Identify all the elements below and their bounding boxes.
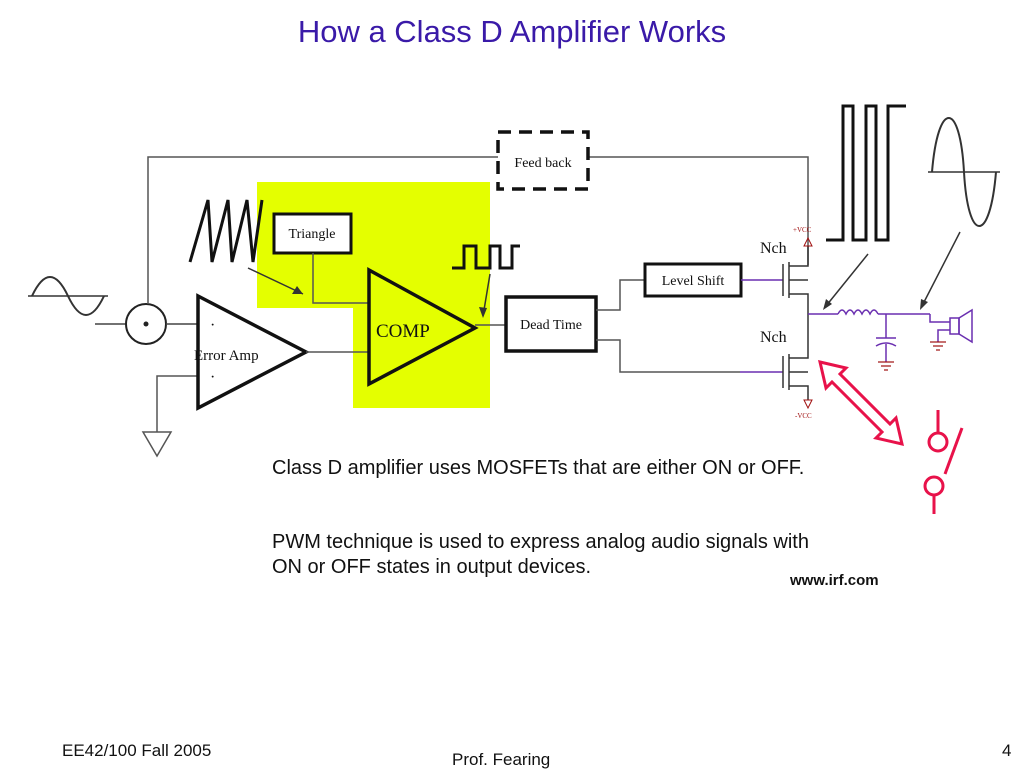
triangle-to-comp-wire	[312, 253, 369, 304]
switch-symbol-icon	[923, 410, 964, 514]
output-sine-wave	[931, 117, 997, 227]
inductor-icon	[837, 309, 879, 316]
feedback-box	[496, 130, 590, 191]
speaker-ground-icon	[930, 341, 946, 351]
level-shift-label: Level Shift	[662, 274, 725, 289]
error-amp-label: Error Amp	[194, 348, 259, 364]
speaker-icon	[949, 308, 973, 344]
nch-top-label: Nch	[760, 240, 787, 257]
feedback-wire-left	[147, 156, 498, 304]
summing-dot	[143, 321, 149, 327]
pwm-pointer-head	[479, 307, 487, 318]
ground-triangle-icon	[141, 431, 173, 458]
dead-time-label: Dead Time	[520, 318, 582, 333]
paragraph-pwm: PWM technique is used to express analog …	[272, 531, 809, 578]
error-amp-plus: ·	[210, 317, 215, 334]
speaker-ground-wire	[937, 329, 950, 342]
error-amp-minus: ·	[210, 369, 215, 386]
footer-instructor: Prof. Fearing	[452, 750, 551, 769]
pwm-waveform-small	[452, 244, 520, 270]
slide-title: How a Class D Amplifier Works	[297, 14, 727, 49]
low-side-mosfet-icon	[782, 320, 809, 400]
capacitor-ground-icon	[878, 361, 894, 371]
triangle-pointer-arrow	[247, 267, 304, 295]
feedback-label: Feed back	[514, 156, 571, 171]
pwm-output-pointer-head	[823, 299, 832, 310]
triangle-label: Triangle	[289, 227, 336, 242]
vcc-pos-label: +VCC	[793, 226, 812, 234]
footer-course: EE42/100 Fall 2005	[62, 741, 212, 760]
deadtime-to-lowgate-wire	[596, 339, 740, 373]
amp-ground-wire	[156, 375, 198, 432]
dead-time-box	[504, 295, 598, 353]
pwm-output-waveform	[826, 104, 906, 242]
vcc-neg-label: -VCC	[795, 412, 812, 420]
level-shift-box	[643, 262, 743, 298]
output-sine-pointer	[921, 231, 961, 307]
vcc-pos-arrow-icon	[803, 236, 813, 247]
source-credit: www.irf.com	[790, 572, 879, 589]
high-side-mosfet-icon	[782, 246, 809, 320]
speaker-wire	[929, 314, 950, 323]
paragraph-mosfet: Class D amplifier uses MOSFETs that are …	[272, 457, 805, 479]
comparator-triangle	[367, 267, 479, 387]
comp-label: COMP	[376, 321, 430, 342]
output-sine-pointer-head	[920, 299, 928, 310]
vcc-neg-arrow-icon	[803, 399, 813, 410]
error-amp-triangle	[196, 293, 310, 411]
footer-page-number: 4	[1002, 741, 1012, 760]
capacitor-icon	[875, 314, 897, 362]
nch-bottom-label: Nch	[760, 329, 787, 346]
deadtime-to-levelshift-wire	[596, 279, 645, 311]
triangle-pointer-head	[292, 286, 303, 294]
feedback-wire-right	[588, 156, 809, 265]
triangle-waveform	[188, 199, 264, 263]
pwm-output-pointer	[825, 253, 869, 307]
switch-equivalence-arrow-icon	[817, 359, 905, 447]
